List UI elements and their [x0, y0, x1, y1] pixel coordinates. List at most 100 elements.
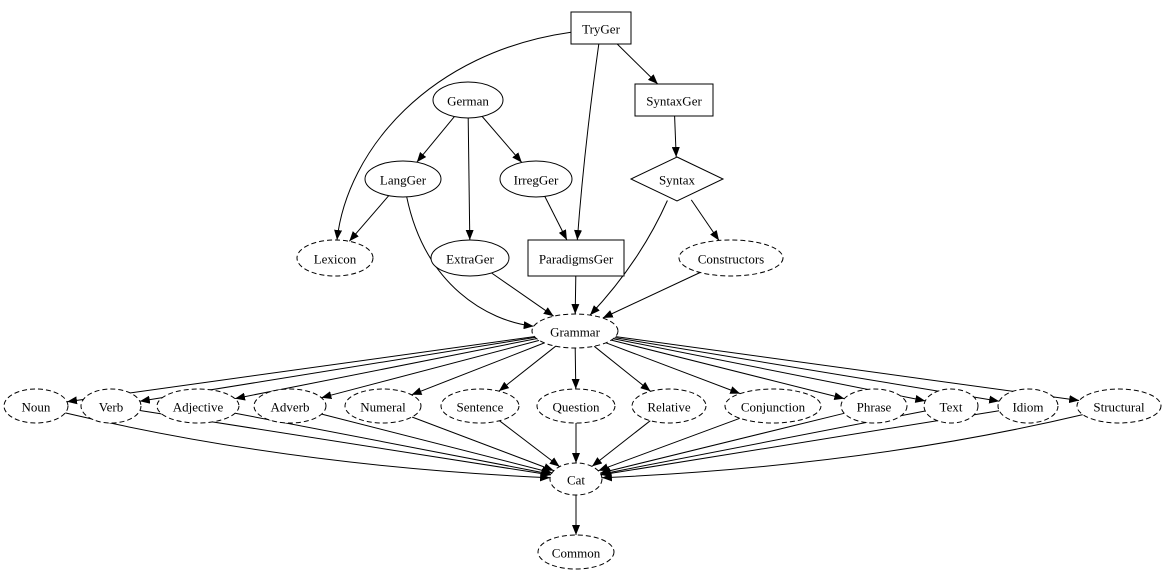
edge-Structural-Cat	[601, 414, 1083, 482]
node-label: TryGer	[582, 22, 620, 37]
ellipse-shape	[156, 388, 240, 424]
node-label: Text	[940, 400, 963, 415]
ellipse-shape	[432, 81, 504, 119]
box-shape	[570, 11, 632, 45]
node-Relative: Relative	[631, 388, 707, 424]
edge-TryGer-Lexicon	[334, 31, 572, 241]
node-label: LangGer	[380, 173, 427, 188]
edge-Grammar-Structural	[615, 336, 1080, 404]
node-Adjective: Adjective	[156, 388, 240, 424]
ellipse-shape	[80, 388, 142, 424]
node-label: Noun	[22, 400, 51, 415]
ellipse-shape	[499, 160, 573, 198]
node-LangGer: LangGer	[364, 160, 442, 198]
node-Verb: Verb	[80, 388, 142, 424]
edge-Grammar-Idiom	[614, 337, 1000, 404]
ellipse-shape	[253, 388, 327, 424]
node-label: Common	[552, 546, 601, 561]
node-Adverb: Adverb	[253, 388, 327, 424]
edge-Grammar-Conjunction	[605, 342, 741, 395]
node-Phrase: Phrase	[840, 388, 908, 424]
edge-LangGer-Lexicon	[348, 195, 390, 242]
node-label: Cat	[567, 473, 585, 488]
node-Conjunction: Conjunction	[724, 388, 822, 424]
ellipse-shape	[678, 239, 784, 277]
edge-TryGer-SyntaxGer	[616, 43, 659, 85]
edges-layer	[65, 31, 1083, 535]
ellipse-shape	[537, 534, 615, 570]
node-label: Syntax	[659, 173, 696, 188]
edge-Numeral-Cat	[411, 416, 554, 472]
edge-German-LangGer	[416, 116, 455, 163]
edge-Grammar-Question	[571, 347, 580, 390]
ellipse-shape	[430, 239, 510, 277]
node-ExtraGer: ExtraGer	[430, 239, 510, 277]
node-label: German	[447, 94, 489, 109]
ellipse-shape	[536, 388, 616, 424]
edge-German-ExtraGer	[465, 117, 474, 241]
edge-Noun-Cat	[65, 412, 551, 482]
edge-Idiom-Cat	[601, 410, 1000, 478]
node-label: Sentence	[457, 400, 504, 415]
node-label: Conjunction	[741, 400, 806, 415]
edge-LangGer-Grammar	[406, 196, 534, 330]
node-label: Relative	[647, 400, 691, 415]
node-label: Adjective	[173, 400, 224, 415]
node-label: Idiom	[1012, 400, 1043, 415]
edge-Syntax-Grammar	[589, 200, 668, 316]
node-IrregGer: IrregGer	[499, 160, 573, 198]
node-Lexicon: Lexicon	[296, 239, 374, 277]
edge-Adjective-Cat	[235, 412, 552, 477]
box-shape	[527, 239, 625, 277]
edge-Grammar-Noun	[66, 336, 535, 405]
node-label: Verb	[99, 400, 124, 415]
node-Sentence: Sentence	[440, 388, 520, 424]
node-Constructors: Constructors	[678, 239, 784, 277]
ellipse-shape	[296, 239, 374, 277]
node-ParadigmsGer: ParadigmsGer	[527, 239, 625, 277]
edge-ExtraGer-Grammar	[491, 272, 554, 317]
ellipse-shape	[3, 388, 69, 424]
edge-Phrase-Cat	[600, 412, 845, 475]
node-label: Structural	[1093, 400, 1145, 415]
edge-Grammar-Adjective	[234, 338, 537, 401]
edge-Sentence-Cat	[499, 420, 560, 467]
edge-TryGer-ParadigmsGer	[574, 43, 600, 241]
node-label: ParadigmsGer	[539, 252, 614, 267]
ellipse-shape	[549, 462, 603, 496]
box-shape	[634, 83, 714, 117]
node-Numeral: Numeral	[344, 388, 422, 424]
ellipse-shape	[364, 160, 442, 198]
ellipse-shape	[923, 388, 979, 424]
edge-SyntaxGer-Syntax	[671, 115, 680, 158]
node-Structural: Structural	[1076, 388, 1162, 424]
node-Common: Common	[537, 534, 615, 570]
ellipse-shape	[724, 388, 822, 424]
node-label: SyntaxGer	[646, 94, 702, 109]
node-label: Adverb	[271, 400, 310, 415]
ellipse-shape	[631, 388, 707, 424]
edge-Conjunction-Cat	[598, 417, 740, 472]
node-SyntaxGer: SyntaxGer	[634, 83, 714, 117]
node-label: Constructors	[698, 252, 764, 267]
node-label: Numeral	[360, 400, 406, 415]
node-Cat: Cat	[549, 462, 603, 496]
edge-Constructors-Grammar	[602, 272, 701, 319]
ellipse-shape	[840, 388, 908, 424]
edge-Grammar-Sentence	[498, 345, 557, 392]
edge-Grammar-Numeral	[411, 342, 545, 396]
node-German: German	[432, 81, 504, 119]
ellipse-shape	[531, 313, 619, 349]
edge-Grammar-Relative	[593, 345, 651, 392]
node-label: Phrase	[857, 400, 892, 415]
ellipse-shape	[997, 388, 1059, 424]
ellipse-shape	[1076, 388, 1162, 424]
node-Syntax: Syntax	[629, 156, 725, 202]
edge-ParadigmsGer-Grammar	[571, 275, 580, 315]
node-Idiom: Idiom	[997, 388, 1059, 424]
node-Question: Question	[536, 388, 616, 424]
ellipse-shape	[440, 388, 520, 424]
